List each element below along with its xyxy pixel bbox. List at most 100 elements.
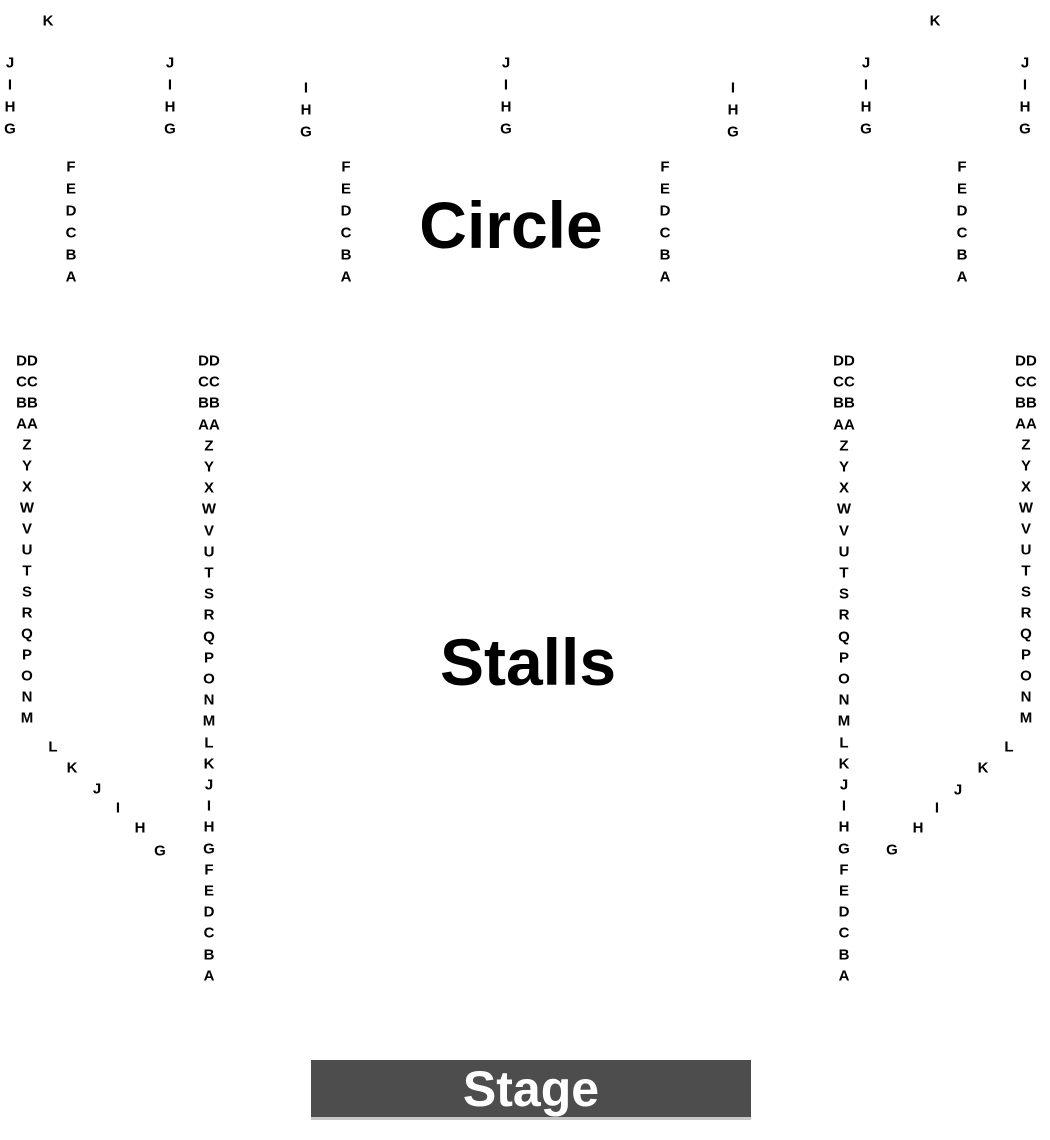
circle-row-label: I	[303, 79, 309, 97]
circle-row-label: C	[659, 224, 671, 242]
stalls-row-label: C	[838, 924, 850, 942]
stalls-row-label: R	[203, 606, 215, 624]
circle-row-label: H	[164, 98, 176, 116]
stalls-row-label: BB	[1015, 394, 1037, 412]
circle-row-label: J	[861, 54, 871, 72]
stalls-section-title: Stalls	[439, 625, 617, 699]
circle-row-label: B	[340, 246, 352, 264]
circle-row-label: G	[300, 123, 312, 141]
circle-row-label: E	[65, 180, 77, 198]
stalls-row-label: D	[203, 903, 215, 921]
stalls-row-label: AA	[833, 416, 855, 434]
stalls-row-label: DD	[16, 352, 38, 370]
stalls-row-label: V	[838, 522, 850, 540]
circle-row-label: J	[501, 54, 511, 72]
circle-row-label: H	[300, 101, 312, 119]
stalls-row-label: Z	[204, 437, 214, 455]
circle-row-label: I	[730, 79, 736, 97]
stalls-row-label: W	[1018, 499, 1034, 517]
stalls-row-label: I	[206, 797, 212, 815]
stalls-row-label: X	[1020, 478, 1032, 496]
circle-row-label: F	[957, 158, 967, 176]
circle-row-label: B	[956, 246, 968, 264]
stalls-row-label: J	[839, 776, 849, 794]
circle-row-label: C	[956, 224, 968, 242]
stalls-row-label: DD	[833, 352, 855, 370]
circle-row-label: D	[65, 202, 77, 220]
stalls-row-label: L	[204, 734, 214, 752]
stalls-row-label: Y	[203, 458, 215, 476]
stalls-row-label: T	[22, 562, 32, 580]
circle-row-label: G	[164, 120, 176, 138]
stalls-row-label: S	[203, 585, 215, 603]
stalls-row-label: M	[202, 712, 216, 730]
stalls-row-label: CC	[198, 373, 220, 391]
circle-row-label: D	[340, 202, 352, 220]
stalls-row-label: U	[203, 543, 215, 561]
circle-row-label: G	[500, 120, 512, 138]
stalls-row-label: T	[1021, 562, 1031, 580]
stalls-row-label: K	[66, 759, 78, 777]
stalls-row-label: X	[838, 479, 850, 497]
stalls-row-label: I	[115, 799, 121, 817]
stalls-row-label: P	[203, 649, 215, 667]
circle-row-label: J	[165, 54, 175, 72]
stalls-row-label: Q	[838, 628, 850, 646]
circle-row-label: A	[65, 268, 77, 286]
circle-section-title: Circle	[419, 188, 603, 262]
stalls-row-label: U	[838, 543, 850, 561]
circle-row-label: F	[66, 158, 76, 176]
stalls-row-label: Q	[1020, 625, 1032, 643]
stalls-row-label: N	[21, 688, 33, 706]
stage: Stage	[311, 1060, 751, 1120]
stalls-row-label: CC	[1015, 373, 1037, 391]
stalls-row-label: X	[203, 479, 215, 497]
stalls-row-label: K	[203, 755, 215, 773]
stage-label: Stage	[462, 1060, 600, 1117]
stalls-row-label: L	[1004, 738, 1014, 756]
circle-row-label: I	[503, 76, 509, 94]
circle-row-label: H	[500, 98, 512, 116]
stalls-row-label: G	[203, 840, 215, 858]
stalls-row-label: G	[154, 842, 166, 860]
stalls-row-label: K	[977, 759, 989, 777]
stalls-row-label: B	[838, 946, 850, 964]
stalls-row-label: L	[48, 738, 58, 756]
stalls-row-label: U	[1020, 541, 1032, 559]
stalls-row-label: Y	[838, 458, 850, 476]
stalls-row-label: N	[203, 691, 215, 709]
stalls-row-label: Z	[1021, 436, 1031, 454]
stalls-row-label: O	[1020, 667, 1032, 685]
circle-row-label: G	[727, 123, 739, 141]
stalls-row-label: J	[953, 781, 963, 799]
stalls-row-label: O	[21, 667, 33, 685]
stalls-row-label: F	[204, 861, 214, 879]
stalls-row-label: BB	[198, 394, 220, 412]
stalls-row-label: S	[838, 585, 850, 603]
stalls-row-label: I	[934, 799, 940, 817]
circle-row-label: I	[1022, 76, 1028, 94]
stalls-row-label: R	[838, 606, 850, 624]
stalls-row-label: Y	[1020, 457, 1032, 475]
stalls-row-label: H	[838, 818, 850, 836]
stalls-row-label: H	[203, 818, 215, 836]
stalls-row-label: V	[203, 522, 215, 540]
circle-row-label: F	[660, 158, 670, 176]
stalls-row-label: AA	[1015, 415, 1037, 433]
circle-row-label: I	[7, 76, 13, 94]
circle-row-label: E	[659, 180, 671, 198]
stalls-row-label: G	[886, 841, 898, 859]
circle-row-label: J	[5, 54, 15, 72]
stalls-row-label: BB	[833, 394, 855, 412]
stalls-row-label: T	[839, 564, 849, 582]
circle-row-label: H	[1019, 98, 1031, 116]
stalls-row-label: W	[836, 500, 852, 518]
stalls-row-label: Q	[21, 625, 33, 643]
stalls-row-label: R	[21, 604, 33, 622]
stalls-row-label: A	[203, 967, 215, 985]
stalls-row-label: F	[839, 861, 849, 879]
stalls-row-label: Z	[839, 437, 849, 455]
stalls-row-label: DD	[198, 352, 220, 370]
stalls-row-label: J	[204, 776, 214, 794]
stalls-row-label: L	[839, 734, 849, 752]
